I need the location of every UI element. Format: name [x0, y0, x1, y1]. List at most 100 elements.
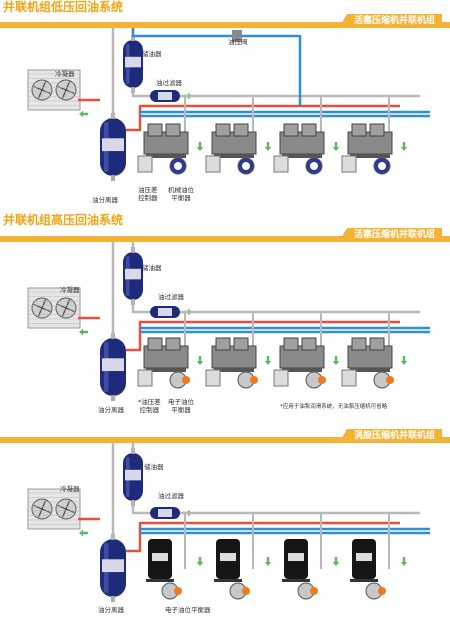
fan-blade [61, 508, 67, 518]
scroll-compressor-label [288, 553, 304, 561]
s1-oil-separator-label: 油分离器 [92, 196, 118, 204]
oil-pressure-controller [205, 155, 221, 173]
fan-blade [61, 89, 67, 99]
flow-arrow-icon [332, 356, 340, 365]
compressor-head [301, 123, 317, 137]
section2-band: 活塞压缩机并联机组 [0, 228, 450, 242]
oil-filter-label [158, 509, 172, 517]
compressor-base [146, 154, 186, 158]
fan-blade [33, 85, 43, 91]
s2-oil-pressure-controller-label: *油压差 控制器 [138, 398, 161, 414]
oil-pressure-controller [137, 369, 153, 387]
compressor-head [351, 337, 367, 351]
balancer-sight-glass [386, 376, 394, 384]
scroll-compressor-label [152, 553, 168, 561]
oil-pressure-controller [273, 369, 289, 387]
oil-pressure-controller [341, 369, 357, 387]
hot-gas-header [126, 521, 400, 553]
section3-diagram [27, 443, 430, 602]
scroll-compressor-label [220, 553, 236, 561]
fan-blade [33, 504, 43, 510]
balancer-sight-glass [310, 587, 318, 595]
flow-arrow-icon [332, 142, 340, 151]
compressor-base [350, 579, 378, 582]
flow-arrow-icon [400, 142, 408, 151]
compressor-base [350, 368, 390, 372]
s2-oil-reservoir-label: 储油器 [142, 264, 162, 272]
balancer-sight-glass [182, 376, 190, 384]
compressor-base [282, 579, 310, 582]
flow-arrow-icon [400, 356, 408, 365]
oil-pressure-controller [273, 155, 289, 173]
compressor-head [147, 337, 163, 351]
section3-band: 涡旋压缩机并联机组 [0, 429, 450, 443]
hot-gas-header [126, 104, 400, 132]
balancer-sight-glass [310, 162, 318, 170]
fan-blade [33, 303, 43, 309]
s3-condenser-label: 冷凝器 [60, 485, 80, 493]
oil-supply-pipe [131, 501, 150, 515]
compressor-base [214, 579, 242, 582]
balancer-sight-glass [174, 162, 182, 170]
balancer-sight-glass [250, 376, 258, 384]
flow-arrow-icon [264, 557, 272, 566]
oil-reservoir-label [125, 469, 141, 481]
flow-arrow-icon [79, 529, 88, 537]
compressor-base [350, 154, 390, 158]
balancer-sight-glass [318, 376, 326, 384]
flow-arrow-icon [79, 328, 88, 336]
fan-blade [57, 85, 67, 91]
s1-oil-reservoir-label: 储油器 [142, 50, 162, 58]
s3-oil-filter-label: 油过滤器 [158, 492, 184, 500]
section2-tag: 活塞压缩机并联机组 [338, 228, 442, 242]
compressor-base [214, 154, 254, 158]
s1-oil-filter-label: 油过滤器 [156, 79, 182, 87]
oil-return-pipe [111, 242, 135, 338]
oil-separator-fitting [111, 175, 115, 181]
compressor-head [283, 337, 299, 351]
oil-separator-fitting [111, 596, 115, 602]
compressor-head [147, 123, 163, 137]
flow-arrow-icon [264, 356, 272, 365]
oil-pressure-controller [137, 155, 153, 173]
fan-blade [37, 307, 43, 317]
section1-title: 并联机组低压回油系统 [3, 0, 124, 14]
oil-supply-pipe [131, 300, 150, 314]
flow-arrow-icon [79, 110, 88, 118]
compressor-head [215, 123, 231, 137]
oil-reservoir-label [125, 268, 141, 280]
oil-separator-fitting [111, 395, 115, 401]
hot-gas-header [126, 320, 400, 352]
balancer-sight-glass [174, 587, 182, 595]
flow-arrow-icon [332, 557, 340, 566]
section1-band: 活塞压缩机并联机组 [0, 14, 450, 28]
compressor-head [165, 123, 181, 137]
fan-blade [37, 89, 43, 99]
s2-oil-separator-label: 油分离器 [98, 406, 124, 414]
oil-return-pipe [111, 443, 135, 539]
compressor-head [165, 337, 181, 351]
section1-diagram [27, 28, 430, 181]
flow-arrow-icon [196, 356, 204, 365]
compressor-head [369, 123, 385, 137]
compressor-base [146, 368, 186, 372]
pressure-valve-icon [232, 30, 242, 42]
compressor-base [214, 368, 254, 372]
compressor-head [233, 123, 249, 137]
scroll-compressor-label [356, 553, 372, 561]
s2-condenser-label: 冷凝器 [60, 286, 80, 294]
oil-pressure-controller [341, 155, 357, 173]
oil-separator-label [102, 138, 124, 152]
oil-reservoir-label [125, 56, 141, 68]
s2-electronic-oil-balancer-label: 电子油位 平衡器 [168, 398, 194, 414]
oil-supply-pipe [131, 88, 150, 98]
flow-arrow-icon [196, 142, 204, 151]
balancer-sight-glass [242, 162, 250, 170]
section1-tag: 活塞压缩机并联机组 [338, 14, 442, 28]
compressor-base [282, 154, 322, 158]
fan-blade [37, 508, 43, 518]
compressor-head [283, 123, 299, 137]
fan-blade [61, 307, 67, 317]
oil-separator-label [102, 559, 124, 573]
fan-blade [57, 504, 67, 510]
